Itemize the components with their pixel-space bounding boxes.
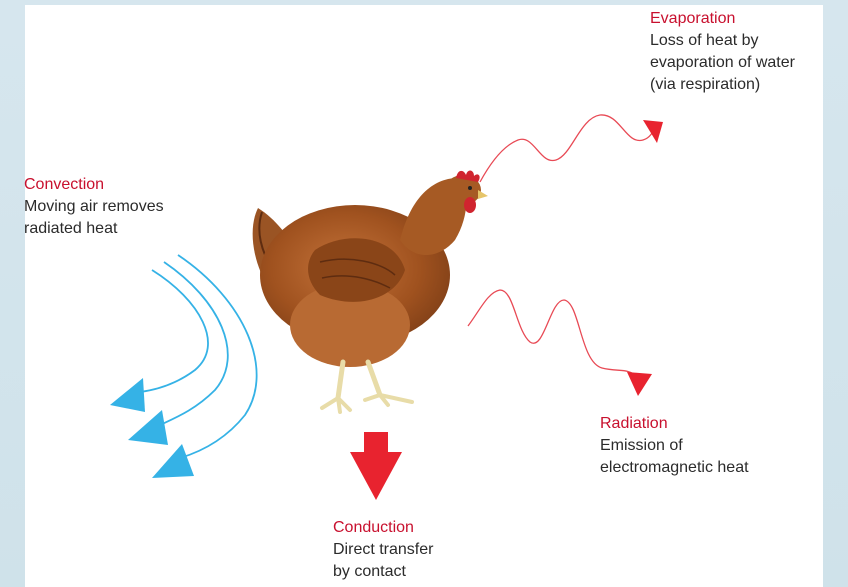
- evaporation-wave-arrow: [480, 115, 663, 182]
- conduction-desc-line: by contact: [333, 561, 433, 583]
- evaporation-desc-line: Loss of heat by: [650, 30, 795, 52]
- convection-title: Convection: [24, 174, 164, 196]
- hen-illustration: [253, 171, 488, 412]
- convection-arrowheads: [110, 378, 194, 478]
- convection-label: Convection Moving air removes radiated h…: [24, 174, 164, 240]
- evaporation-desc-line: evaporation of water: [650, 52, 795, 74]
- radiation-desc-line: electromagnetic heat: [600, 457, 749, 479]
- convection-desc-line: radiated heat: [24, 218, 164, 240]
- conduction-down-arrow: [350, 432, 402, 500]
- conduction-desc-line: Direct transfer: [333, 539, 433, 561]
- radiation-desc-line: Emission of: [600, 435, 749, 457]
- conduction-title: Conduction: [333, 517, 433, 539]
- conduction-label: Conduction Direct transfer by contact: [333, 517, 433, 583]
- evaporation-title: Evaporation: [650, 8, 795, 30]
- radiation-wave-arrow: [468, 290, 652, 396]
- radiation-label: Radiation Emission of electromagnetic he…: [600, 413, 749, 479]
- evaporation-desc-line: (via respiration): [650, 74, 795, 96]
- evaporation-label: Evaporation Loss of heat by evaporation …: [650, 8, 795, 96]
- radiation-title: Radiation: [600, 413, 749, 435]
- convection-desc-line: Moving air removes: [24, 196, 164, 218]
